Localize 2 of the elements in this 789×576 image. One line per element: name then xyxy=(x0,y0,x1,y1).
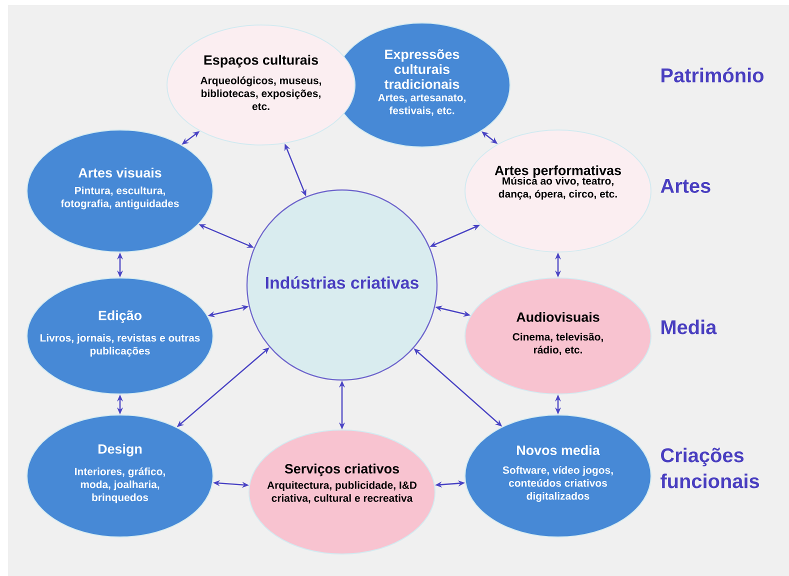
category-label: Património xyxy=(662,68,764,82)
category-label: Criações funcionais xyxy=(660,448,760,488)
